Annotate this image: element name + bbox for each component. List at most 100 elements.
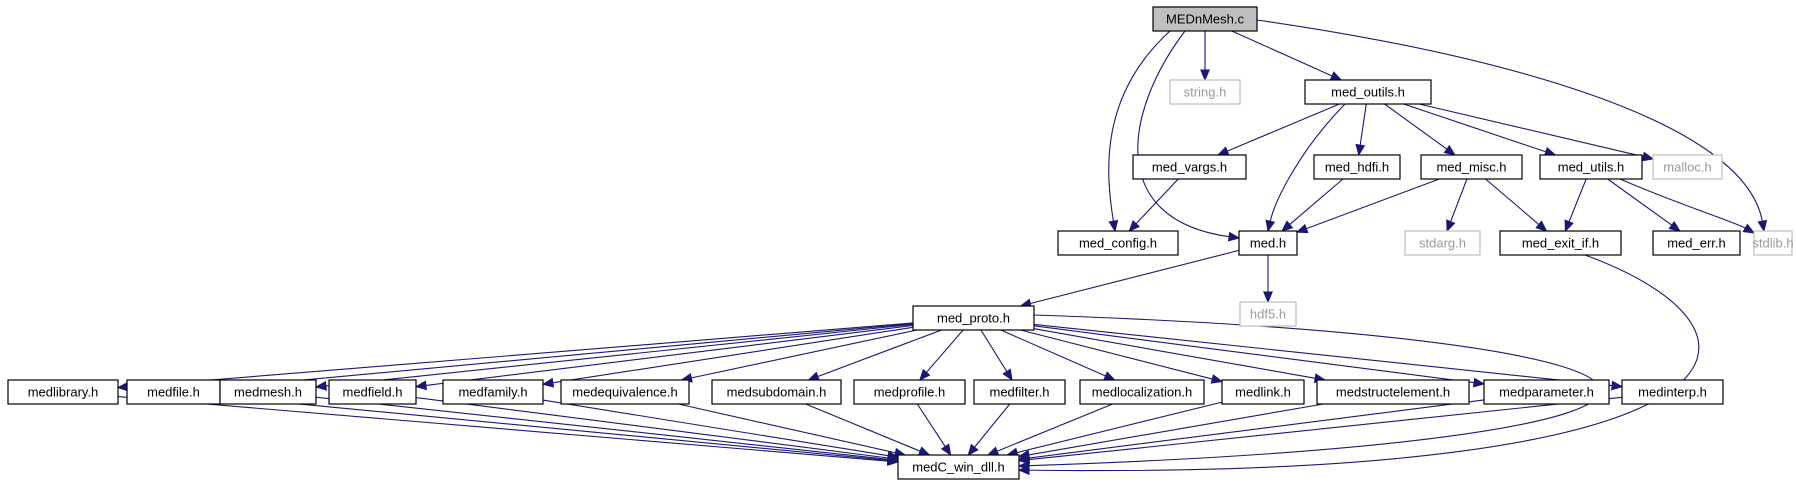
edge-arrowhead-med_proto_h-to-medmesh_h xyxy=(314,380,327,391)
node-label: medprofile.h xyxy=(874,385,946,400)
edge-arrowhead-med_misc_h-to-stdarg_h xyxy=(1446,219,1456,233)
edge-arrowhead-med_h-to-hdf5_h xyxy=(1263,291,1273,304)
edge-arrowhead-MEDnMesh_c-to-med_h xyxy=(1227,231,1241,242)
node-box xyxy=(1753,230,1793,256)
node-med-h[interactable]: med.h xyxy=(1238,230,1298,256)
node-box xyxy=(1079,379,1205,405)
node-string-h: string.h xyxy=(1169,79,1241,105)
node-label: hdf5.h xyxy=(1250,307,1286,322)
node-label: med.h xyxy=(1250,236,1286,251)
node-medmesh-h[interactable]: medmesh.h xyxy=(219,379,317,405)
edge-arrowhead-med_utils_h-to-med_err_h xyxy=(1668,220,1681,232)
edge-medlink_h-to-medC_win_dll_h xyxy=(1015,401,1223,454)
edge-arrowhead-med_outils_h-to-med_vargs_h xyxy=(1216,146,1230,156)
node-label: medfamily.h xyxy=(458,385,527,400)
node-med-utils-h[interactable]: med_utils.h xyxy=(1539,154,1643,180)
node-medfilter-h[interactable]: medfilter.h xyxy=(973,379,1066,405)
edge-arrowhead-med_proto_h-to-medlink_h xyxy=(1210,374,1224,384)
edge-arrowhead-medprofile_h-to-medC_win_dll_h xyxy=(940,443,952,457)
edge-arrowhead-med_proto_h-to-medparameter_h xyxy=(1472,377,1486,388)
node-label: medequivalence.h xyxy=(572,385,678,400)
node-medlink-h[interactable]: medlink.h xyxy=(1221,379,1305,405)
edge-medfield_h-to-medC_win_dll_h xyxy=(415,397,890,459)
node-medparameter-h[interactable]: medparameter.h xyxy=(1483,379,1610,405)
node-box xyxy=(853,379,966,405)
node-label: med_hdfi.h xyxy=(1325,160,1389,175)
node-medinterp-h[interactable]: medinterp.h xyxy=(1621,379,1724,405)
node-box xyxy=(1221,379,1305,405)
edge-arrowhead-med_hdfi_h-to-med_h xyxy=(1281,220,1294,232)
node-box xyxy=(1499,230,1622,256)
edge-med_utils_h-to-med_exit_if_h xyxy=(1568,178,1587,223)
edge-arrowhead-MEDnMesh_c-to-string_h xyxy=(1200,69,1210,82)
node-medsubdomain-h[interactable]: medsubdomain.h xyxy=(711,379,842,405)
edges-layer xyxy=(116,19,1768,476)
edge-medfile_h-to-medC_win_dll_h xyxy=(219,395,890,461)
node-medC-win-dll-h[interactable]: medC_win_dll.h xyxy=(897,454,1020,480)
node-medequivalence-h[interactable]: medequivalence.h xyxy=(560,379,690,405)
node-box xyxy=(1483,379,1610,405)
edge-MEDnMesh_c-to-stdlib_h xyxy=(1256,19,1764,223)
edge-arrowhead-med_outils_h-to-med_h xyxy=(1265,219,1276,233)
edge-arrowhead-med_proto_h-to-medfamily_h xyxy=(541,377,555,388)
node-stdlib-h: stdlib.h xyxy=(1752,230,1794,256)
node-med-err-h[interactable]: med_err.h xyxy=(1652,230,1741,256)
node-box xyxy=(1652,154,1723,180)
edge-med_proto_h-to-medfilter_h xyxy=(980,329,1008,373)
node-box xyxy=(1239,301,1297,327)
node-med-config-h[interactable]: med_config.h xyxy=(1057,230,1179,256)
node-label: medinterp.h xyxy=(1638,385,1707,400)
edge-med_outils_h-to-malloc_h xyxy=(1418,103,1645,158)
edge-arrowhead-med_misc_h-to-med_h xyxy=(1295,223,1309,234)
node-label: medstructelement.h xyxy=(1336,385,1450,400)
node-box xyxy=(1169,79,1241,105)
edge-arrowhead-medinterp_h-to-medC_win_dll_h xyxy=(1017,454,1030,465)
edge-med_proto_h-to-medinterp_h xyxy=(1033,323,1614,387)
edge-arrowhead-medlocalization_h-to-medC_win_dll_h xyxy=(986,446,1000,456)
node-label: med_vargs.h xyxy=(1152,160,1227,175)
node-medprofile-h[interactable]: medprofile.h xyxy=(853,379,966,405)
node-box xyxy=(1539,154,1643,180)
node-label: string.h xyxy=(1184,85,1227,100)
edge-med_misc_h-to-med_exit_if_h xyxy=(1485,178,1540,226)
edge-arrowhead-MEDnMesh_c-to-stdlib_h xyxy=(1757,219,1768,233)
node-label: med_exit_if.h xyxy=(1522,236,1599,251)
node-medfamily-h[interactable]: medfamily.h xyxy=(442,379,544,405)
node-med-outils-h[interactable]: med_outils.h xyxy=(1304,79,1432,105)
node-label: medparameter.h xyxy=(1499,385,1594,400)
node-med-proto-h[interactable]: med_proto.h xyxy=(912,305,1035,331)
edge-medlibrary_h-to-medC_win_dll_h xyxy=(117,396,890,462)
edge-arrowhead-med_outils_h-to-malloc_h xyxy=(1641,151,1655,162)
edge-med_proto_h-to-medfield_h xyxy=(424,324,914,387)
node-med-vargs-h[interactable]: med_vargs.h xyxy=(1132,154,1247,180)
node-label: med_config.h xyxy=(1079,236,1157,251)
node-medlocalization-h[interactable]: medlocalization.h xyxy=(1079,379,1205,405)
node-medstructelement-h[interactable]: medstructelement.h xyxy=(1316,379,1470,405)
node-MEDnMesh-c[interactable]: MEDnMesh.c xyxy=(1152,6,1258,32)
node-box xyxy=(1420,154,1523,180)
node-med-exit-if-h[interactable]: med_exit_if.h xyxy=(1499,230,1622,256)
node-box xyxy=(1652,230,1741,256)
edge-med_outils_h-to-med_misc_h xyxy=(1384,103,1448,151)
edge-arrowhead-med_proto_h-to-medfield_h xyxy=(414,380,428,391)
edge-med_proto_h-to-medfamily_h xyxy=(551,326,914,384)
node-medlibrary-h[interactable]: medlibrary.h xyxy=(7,379,119,405)
edge-med_hdfi_h-to-med_h xyxy=(1288,178,1344,226)
nodes-layer: MEDnMesh.c string.h med_outils.h med_vargs.… xyxy=(7,6,1794,480)
edge-med_outils_h-to-med_h xyxy=(1269,103,1346,223)
edge-arrowhead-med_outils_h-to-med_hdfi_h xyxy=(1355,143,1366,157)
edge-med_utils_h-to-med_err_h xyxy=(1607,178,1673,227)
node-box xyxy=(442,379,544,405)
node-label: med_err.h xyxy=(1667,236,1726,251)
edge-med_misc_h-to-med_h xyxy=(1305,178,1440,230)
node-box xyxy=(1057,230,1179,256)
node-medfile-h[interactable]: medfile.h xyxy=(126,379,221,405)
node-medfield-h[interactable]: medfield.h xyxy=(328,379,417,405)
node-box xyxy=(328,379,417,405)
node-med-hdfi-h[interactable]: med_hdfi.h xyxy=(1313,154,1401,180)
edge-med_proto_h-to-medparameter_h xyxy=(1033,325,1476,384)
node-med-misc-h[interactable]: med_misc.h xyxy=(1420,154,1523,180)
node-box xyxy=(711,379,842,405)
node-label: medlibrary.h xyxy=(28,385,99,400)
